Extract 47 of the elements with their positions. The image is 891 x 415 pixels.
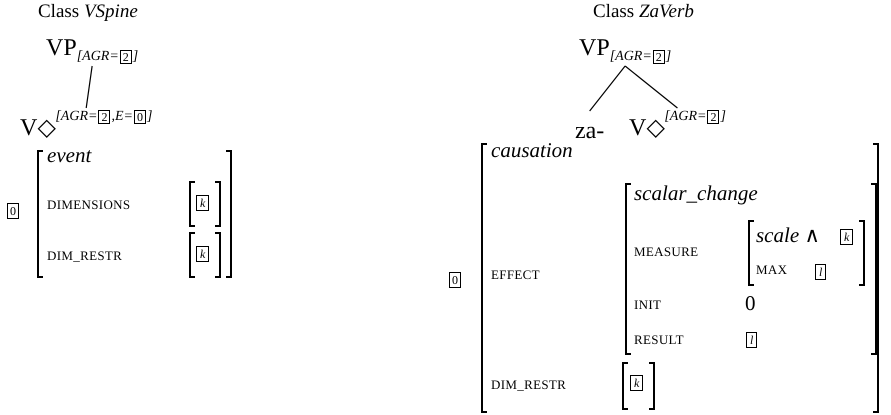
tag-variable: k [840,229,854,245]
feature-text: ] [720,110,726,124]
class-title: Class ZaVerb [593,2,694,21]
category-label: za- [575,119,604,143]
feature-text: ] [132,50,138,64]
value-text: 0 [745,293,756,314]
type-label: scalar_change [634,183,758,204]
tree-branch [86,66,93,108]
attribute-label: EFFECT [491,268,540,281]
category-label: VP [579,36,610,60]
tag-variable: k [630,375,644,391]
feature-text: [AGR= [55,110,98,124]
feature-text: ] [146,110,152,124]
tag-variable: l [815,264,826,280]
tree-branch [589,66,626,112]
feature-text: ,E= [111,110,133,124]
attribute-label: DIM_RESTR [47,249,122,262]
tree-node [20,110,152,140]
category-label: V◇ [629,116,664,140]
category-label: V◇ [20,116,56,140]
tag-number: 0 [7,203,19,219]
class-title: Class VSpine [38,2,138,21]
attribute-label: DIMENSIONS [47,198,130,211]
tag-variable: l [746,332,758,348]
attribute-label: DIM_RESTR [491,378,566,391]
tree-branch [624,66,678,108]
tag-number: 0 [449,272,461,288]
tag-variable: k [196,246,210,262]
tag-variable: k [196,195,210,211]
feature-text: [AGR= [664,110,706,124]
tag-number: 2 [120,50,132,64]
type-label: causation [491,140,573,161]
feature-text: [AGR= [610,50,652,64]
feature-text: ] [666,50,672,64]
tag-number: 2 [98,110,110,124]
category-label: VP [46,36,77,60]
value-text: scale ∧ [756,225,820,246]
type-label: event [47,145,92,166]
tag-number: 0 [134,110,146,124]
attribute-label: INIT [634,298,662,311]
attribute-label: RESULT [634,333,684,346]
feature-text: [AGR= [76,50,119,64]
tag-number: 2 [652,50,665,64]
tree-node [629,110,726,140]
tag-number: 2 [707,110,720,124]
attribute-label: MEASURE [634,245,698,258]
attribute-label: MAX [756,263,788,276]
